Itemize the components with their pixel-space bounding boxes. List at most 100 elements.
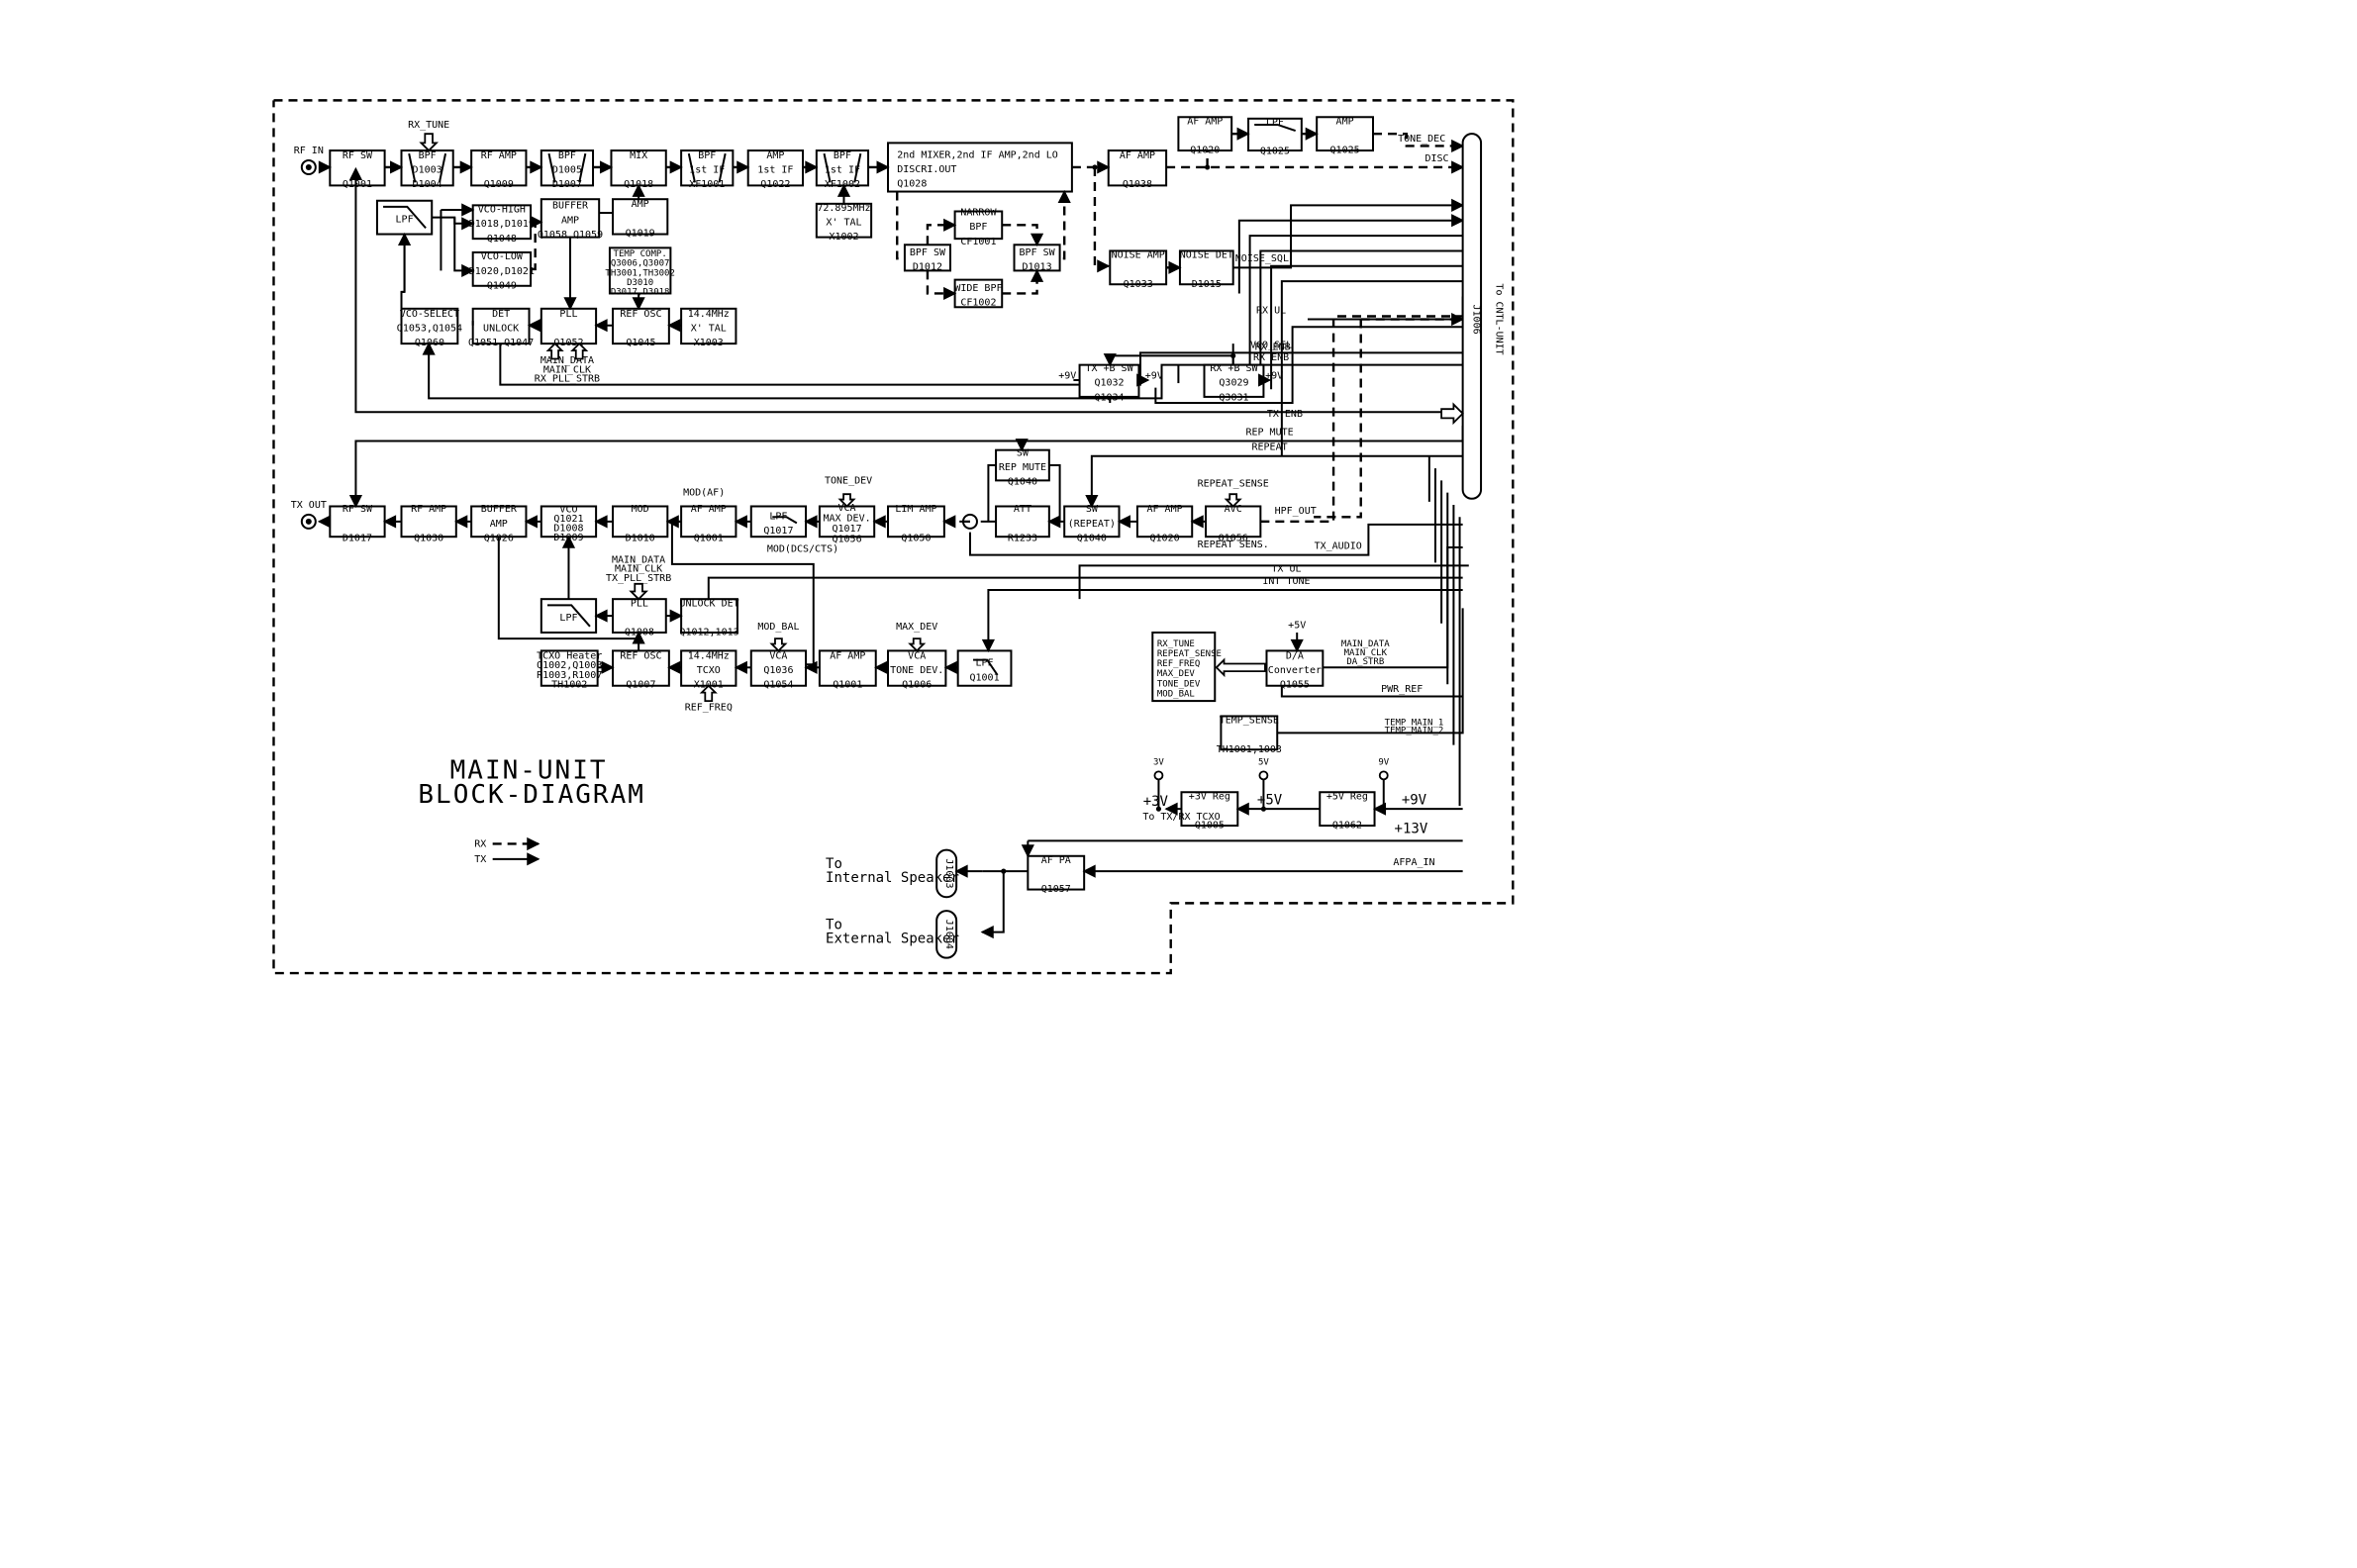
det-unlock-rx-label: DET bbox=[492, 309, 510, 320]
bus-arrow bbox=[837, 493, 856, 508]
internal-speaker-label: To bbox=[826, 856, 842, 872]
hpf-out-label: HPF_OUT bbox=[1275, 506, 1317, 517]
bpf-1-label: D1003 bbox=[413, 165, 442, 176]
wide-bpf-label: WIDE BPF bbox=[954, 283, 1002, 294]
af-amp-tone-dev-label: Q1001 bbox=[833, 680, 862, 691]
tx-signal-line bbox=[1237, 219, 1463, 294]
bpf-1st-if-2-label: BPF bbox=[834, 150, 851, 161]
rx-signal-line bbox=[1314, 319, 1362, 519]
arrow-head bbox=[667, 660, 681, 674]
junction-dot bbox=[1001, 868, 1007, 874]
temp-main-label: TEMP_MAIN_1 bbox=[1385, 719, 1444, 729]
bpf-1-label: BPF bbox=[419, 150, 437, 161]
rx-signal-line bbox=[1260, 315, 1463, 524]
arrow-head bbox=[318, 160, 332, 174]
rx-8b-sw-label: RX +B SW bbox=[1210, 363, 1258, 374]
arrow-head bbox=[527, 852, 540, 866]
tx-8b-sw-label: TX +B SW bbox=[1085, 363, 1133, 374]
tone-dev-label: TONE_DEV bbox=[825, 475, 872, 486]
ref-freq-label: REF_FREQ bbox=[685, 702, 733, 713]
plus9v-label: +9V bbox=[1145, 370, 1163, 381]
rf-sw-rx-label: RF SW bbox=[343, 150, 373, 161]
da-bus-label: DA_STRB bbox=[1346, 657, 1384, 667]
tx-signal-line bbox=[1280, 280, 1463, 456]
buffer-amp-rx-label: AMP bbox=[561, 215, 579, 226]
ref-osc-tx-label: Q1007 bbox=[626, 680, 655, 691]
att-label: ATT bbox=[1014, 504, 1031, 515]
vco-select-block bbox=[400, 307, 459, 345]
pll-bus-label: RX_PLL_STRB bbox=[535, 374, 600, 385]
vco-select-label: Q1060 bbox=[415, 338, 444, 348]
tx-signal-line bbox=[497, 537, 639, 640]
arrow-head bbox=[563, 297, 577, 311]
repeat-sense-label: REPEAT_SENSE bbox=[1198, 479, 1269, 490]
bus-arrow bbox=[699, 684, 718, 702]
vca-tone-dev-label: VCA bbox=[908, 650, 926, 661]
tx-signal-line bbox=[707, 576, 1463, 600]
rf-amp-rx-block bbox=[470, 149, 528, 187]
lpf-vco-label: LPF bbox=[396, 215, 414, 226]
xtal-14-label: X1003 bbox=[694, 338, 724, 348]
lpf-int-tone-block bbox=[956, 649, 1013, 687]
arrow-head bbox=[461, 217, 475, 231]
narrow-bpf-label: NARROW bbox=[960, 208, 997, 219]
pll-rx-label: PLL bbox=[559, 309, 577, 320]
tx-signal-line bbox=[982, 871, 1005, 933]
filter-slope bbox=[687, 152, 696, 183]
arrow-head bbox=[1305, 127, 1319, 141]
rx-tune-label: RX_TUNE bbox=[408, 120, 449, 131]
rf-sw-tx-label: D1017 bbox=[343, 533, 372, 543]
rx-signal-line bbox=[926, 270, 955, 295]
temp-comp-label: TH3001,TH3002 bbox=[605, 268, 674, 278]
af-amp-mod-label: AF AMP bbox=[691, 504, 727, 515]
temp-comp-label: TEMP COMP. bbox=[614, 249, 667, 259]
plus9v-label: +9V bbox=[1265, 370, 1283, 381]
af-pa-label: AF PA bbox=[1041, 855, 1071, 866]
arrow-head bbox=[737, 160, 750, 174]
filter-slope bbox=[823, 152, 832, 183]
tx-enb-label: TX ENB bbox=[1267, 409, 1303, 420]
da-output-item: TONE_DEV bbox=[1157, 679, 1201, 689]
da-converter-label: D/A bbox=[1286, 650, 1304, 661]
tx-signal-line bbox=[1154, 326, 1463, 405]
arrow-head bbox=[1136, 373, 1150, 387]
tx-signal-line bbox=[1248, 235, 1463, 365]
temp-comp-label: D3017,D3018 bbox=[611, 288, 670, 298]
pll-tx-label: PLL bbox=[631, 598, 648, 609]
sw-repeat-label: Q1040 bbox=[1077, 533, 1107, 543]
sw-rep-mute-label: (REP MUTE) bbox=[993, 462, 1052, 473]
test-point-label: 9V bbox=[1378, 758, 1389, 768]
rf-amp-rx-label: RF AMP bbox=[481, 150, 517, 161]
vco-low-label: VCO-LOW bbox=[481, 251, 524, 262]
junction-dot bbox=[1092, 164, 1098, 170]
da-converter-block bbox=[1265, 649, 1325, 687]
plus9v-label: +9V bbox=[1058, 370, 1076, 381]
arrow-head bbox=[1290, 638, 1304, 653]
xtal-72-label: X1002 bbox=[829, 232, 858, 243]
arrow-head bbox=[874, 660, 888, 674]
repeat-sens-label: REPEAT SENS. bbox=[1198, 539, 1269, 550]
da-output-item: REF_FREQ bbox=[1157, 659, 1200, 669]
arrow-head bbox=[667, 319, 681, 333]
tx-signal-line bbox=[1078, 564, 1469, 600]
rx-8b-sw-label: Q3029 bbox=[1219, 378, 1248, 389]
arrow-head bbox=[461, 263, 475, 277]
reg-5v-label: +5V Reg bbox=[1326, 791, 1368, 802]
lpf-tone-label: LPF bbox=[1266, 117, 1284, 128]
arrow-head bbox=[594, 515, 608, 529]
arrow-head bbox=[461, 203, 475, 217]
af-amp-rx-label: Q1038 bbox=[1123, 179, 1152, 190]
sw-repeat-label: SW bbox=[1086, 504, 1099, 515]
vca-mod-bal-label: VCA bbox=[769, 650, 787, 661]
j1006-label: J1006 bbox=[1470, 305, 1481, 335]
arrow-head bbox=[836, 183, 851, 197]
bpf-1st-if-2-label: 1st IF bbox=[825, 165, 860, 176]
plus9v-out-label: +9V bbox=[1402, 793, 1427, 809]
rf-sw-tx-label: RF SW bbox=[343, 504, 373, 515]
title-line-1: MAIN-UNIT bbox=[450, 755, 608, 785]
arrow-head bbox=[943, 660, 957, 674]
arrow-head bbox=[1235, 802, 1249, 816]
det-unlock-rx-label: UNLOCK bbox=[483, 323, 519, 334]
arrow-head bbox=[397, 232, 412, 246]
vco-select-label: VCO-SELECT bbox=[400, 309, 459, 320]
